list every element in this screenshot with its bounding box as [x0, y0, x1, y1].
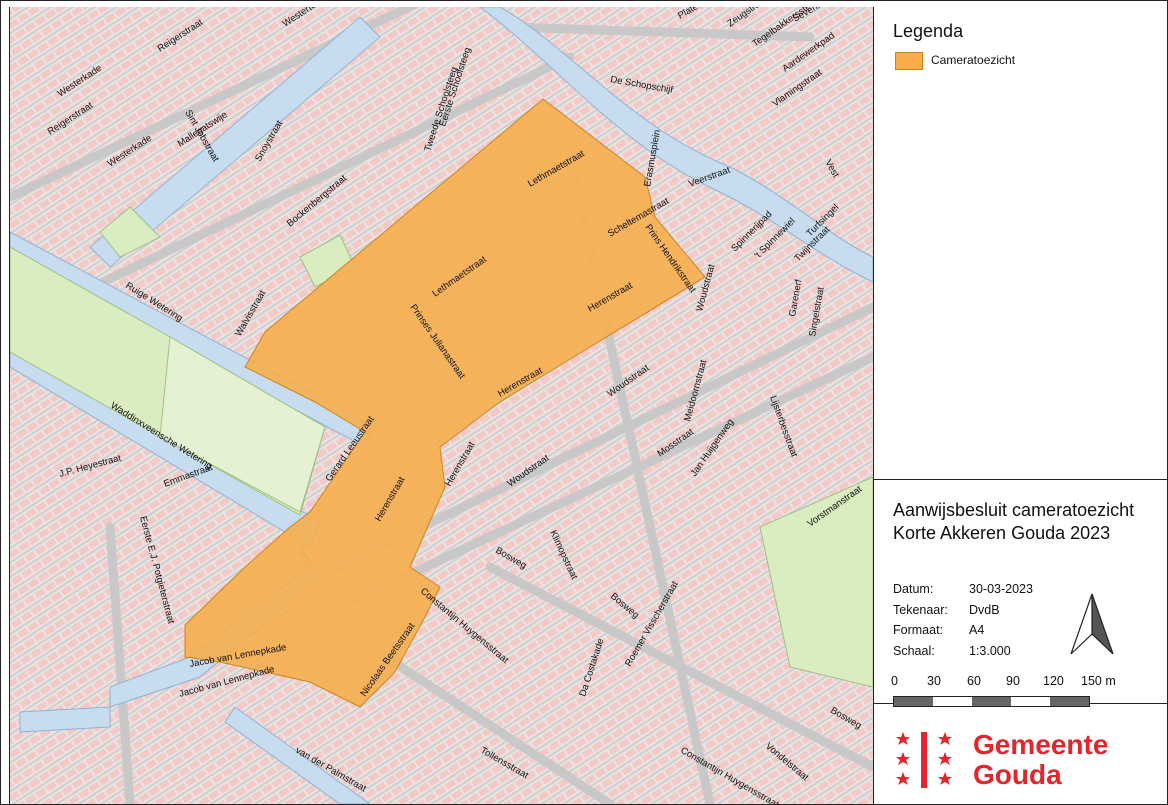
- legend-title: Legenda: [893, 21, 964, 41]
- meta-row-datum: Datum: 30-03-2023: [893, 582, 1033, 603]
- meta-row-formaat: Formaat: A4: [893, 623, 1033, 644]
- meta-value-formaat: A4: [969, 623, 985, 637]
- meta-value-schaal: 1:3.000: [969, 643, 1011, 658]
- logo-line1: Gemeente: [973, 729, 1109, 760]
- scale-tick-90: 90: [1006, 674, 1020, 688]
- legend-label-cameratoezicht: Cameratoezicht: [931, 53, 1016, 67]
- scale-tick-150: 150 m: [1081, 674, 1116, 688]
- scale-tick-120: 120: [1043, 674, 1064, 688]
- document-meta: Datum: 30-03-2023 Tekenaar: DvdB Formaat…: [893, 582, 1033, 664]
- scale-tick-60: 60: [967, 674, 981, 688]
- scale-bar: [893, 696, 1090, 707]
- north-arrow-icon: [1070, 593, 1114, 655]
- legend-swatch-cameratoezicht: [895, 52, 923, 70]
- scale-labels: 0 30 60 90 120 150 m: [873, 674, 1167, 690]
- map-svg: ReigerstraatReigerstraatWesterkadeWester…: [10, 7, 873, 804]
- side-panel: Legenda Cameratoezicht Aanwijsbesluit ca…: [873, 1, 1167, 804]
- meta-value-datum: 30-03-2023: [969, 582, 1033, 596]
- camera-zone: [184, 98, 706, 708]
- logo-line2: Gouda: [973, 759, 1062, 790]
- legend: Legenda Cameratoezicht: [873, 1, 1167, 480]
- scale-tick-0: 0: [891, 674, 898, 688]
- document-title-line2: Korte Akkeren Gouda 2023: [893, 523, 1111, 543]
- title-block: Aanwijsbesluit cameratoezicht Korte Akke…: [873, 480, 1167, 707]
- logo-text: Gemeente Gouda: [973, 730, 1108, 790]
- document-title-line1: Aanwijsbesluit cameratoezicht: [893, 500, 1135, 520]
- meta-value-tekenaar: DvdB: [969, 602, 1000, 617]
- green-areas: [10, 206, 873, 688]
- gemeente-gouda-logo: Gemeente Gouda: [873, 704, 1167, 804]
- meta-row-tekenaar: Tekenaar: DvdB: [893, 603, 1033, 624]
- meta-row-schaal: Schaal: 1:3.000: [893, 644, 1033, 665]
- scale-tick-30: 30: [927, 674, 941, 688]
- gouda-coat-of-arms-icon: [896, 732, 952, 788]
- document-title: Aanwijsbesluit cameratoezicht Korte Akke…: [893, 499, 1163, 545]
